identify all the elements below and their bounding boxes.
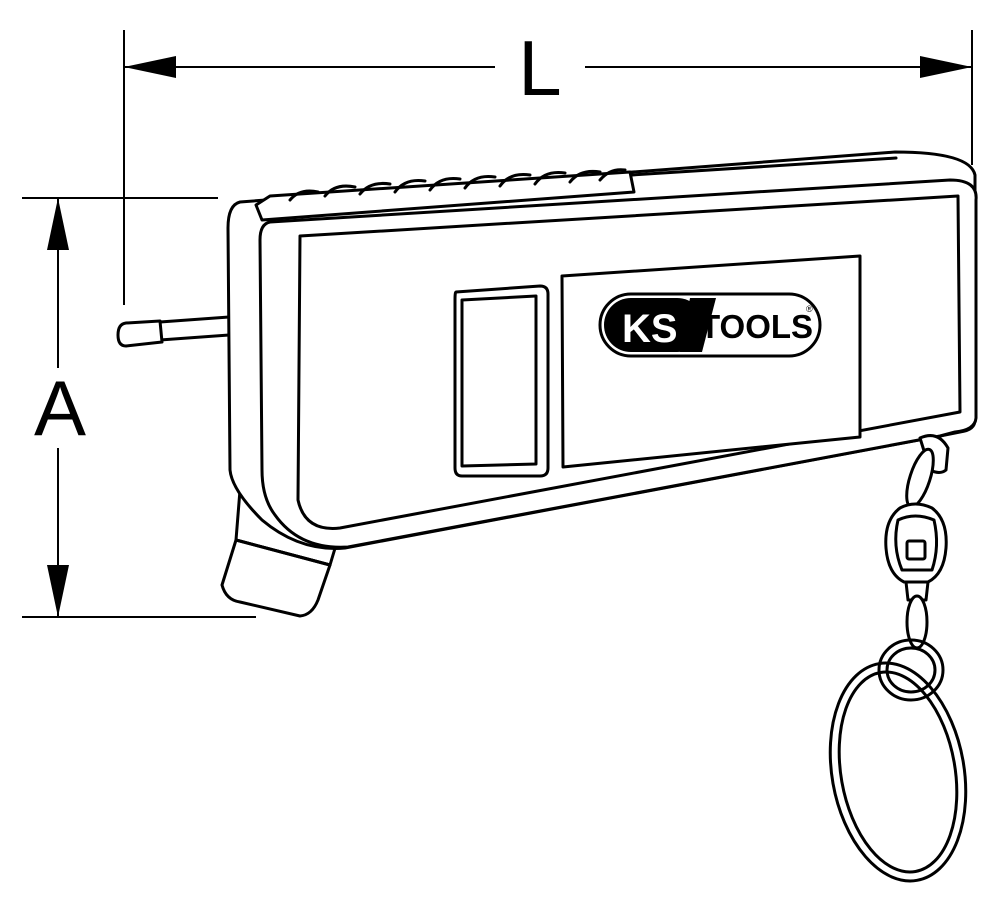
key-ring-assembly (828, 434, 968, 883)
reading-window (453, 284, 550, 478)
arrowhead-up (47, 198, 69, 250)
dimension-label-height: A (34, 364, 86, 452)
arrowhead-left (124, 56, 176, 78)
logo-ks-text: KS (622, 307, 678, 351)
logo-registered-mark: ® (806, 304, 813, 314)
dimension-height: A (22, 197, 256, 618)
grip-ribs (254, 168, 636, 222)
arrowhead-right (920, 56, 972, 78)
dimension-length: L (123, 24, 973, 305)
ks-tools-logo: KS TOOLS ® (598, 292, 822, 358)
arrowhead-down (47, 565, 69, 617)
logo-tools-text: TOOLS (700, 308, 813, 345)
dimension-label-length: L (518, 24, 561, 112)
display-panel: KS TOOLS ® (560, 254, 862, 469)
